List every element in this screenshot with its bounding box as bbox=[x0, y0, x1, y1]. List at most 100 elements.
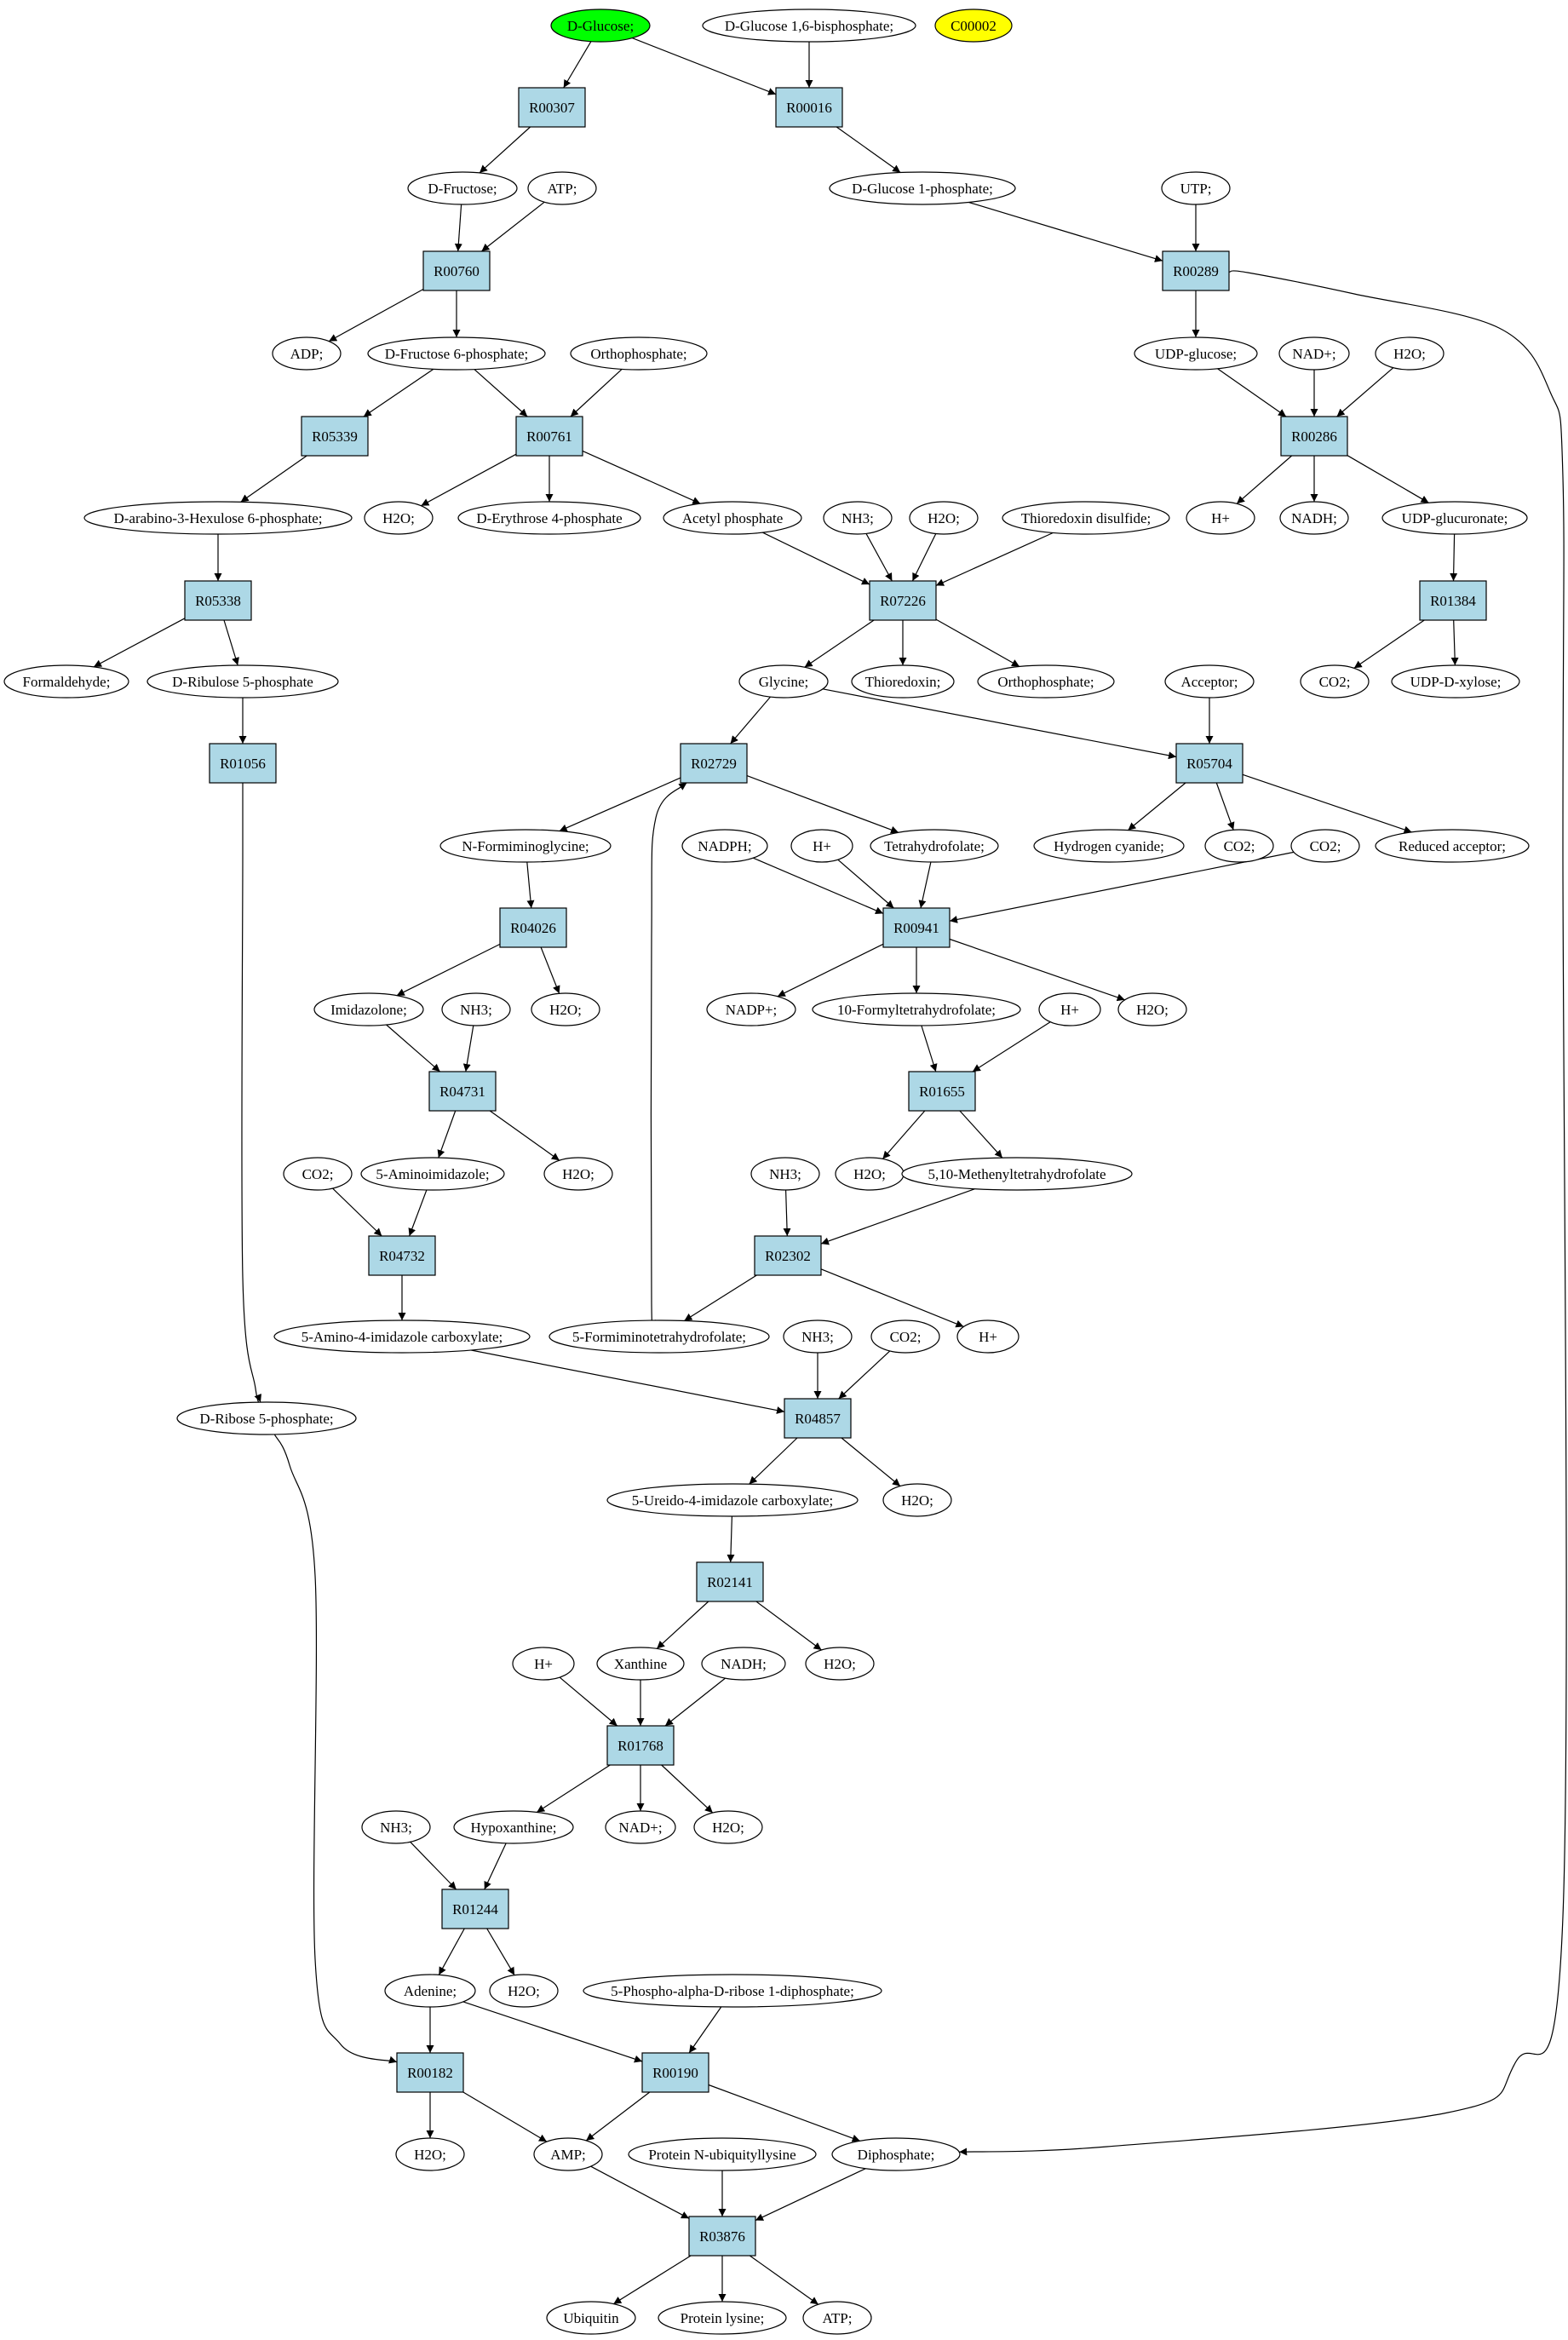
compound-node-mthf[interactable]: 5,10-Methenyltetrahydrofolate bbox=[901, 1157, 1133, 1191]
compound-node-pi2[interactable]: Orthophosphate; bbox=[977, 664, 1115, 699]
reaction-node-R01244[interactable]: R01244 bbox=[441, 1889, 509, 1929]
compound-node-c2[interactable]: C00002 bbox=[934, 9, 1013, 43]
compound-node-h2o1[interactable]: H2O; bbox=[1375, 336, 1445, 371]
compound-node-atp1[interactable]: ATP; bbox=[527, 171, 597, 205]
reaction-node-R00761[interactable]: R00761 bbox=[515, 416, 583, 457]
compound-node-hplus5[interactable]: H+ bbox=[512, 1647, 575, 1681]
compound-node-prpp[interactable]: 5-Phospho-alpha-D-ribose 1-diphosphate; bbox=[583, 1974, 882, 2008]
compound-node-h2o12[interactable]: H2O; bbox=[395, 2137, 465, 2171]
reaction-node-R00941[interactable]: R00941 bbox=[882, 907, 951, 948]
reaction-node-R01056[interactable]: R01056 bbox=[209, 743, 277, 784]
compound-node-trxs[interactable]: Thioredoxin disulfide; bbox=[1002, 501, 1170, 535]
compound-node-pi1[interactable]: Orthophosphate; bbox=[570, 336, 708, 371]
reaction-node-R00182[interactable]: R00182 bbox=[396, 2052, 464, 2093]
compound-node-plys[interactable]: Protein lysine; bbox=[658, 2301, 787, 2335]
compound-node-thf[interactable]: Tetrahydrofolate; bbox=[870, 829, 999, 863]
compound-node-uic[interactable]: 5-Ureido-4-imidazole carboxylate; bbox=[606, 1483, 859, 1517]
reaction-node-R02302[interactable]: R02302 bbox=[754, 1235, 822, 1276]
compound-node-aiz[interactable]: 5-Aminoimidazole; bbox=[360, 1157, 505, 1191]
reaction-node-R00307[interactable]: R00307 bbox=[518, 87, 586, 128]
compound-node-hplus1[interactable]: H+ bbox=[1186, 501, 1255, 535]
compound-node-aic[interactable]: 5-Amino-4-imidazole carboxylate; bbox=[273, 1319, 531, 1354]
compound-node-udpx[interactable]: UDP-D-xylose; bbox=[1391, 664, 1520, 699]
compound-node-nadpp[interactable]: NADP+; bbox=[706, 992, 796, 1026]
compound-node-fald[interactable]: Formaldehyde; bbox=[3, 664, 129, 699]
compound-node-gly[interactable]: Glycine; bbox=[738, 664, 829, 699]
compound-node-ru5p[interactable]: D-Ribulose 5-phosphate bbox=[146, 664, 339, 699]
compound-node-nadp2[interactable]: NAD+; bbox=[605, 1810, 676, 1844]
compound-node-nfg[interactable]: N-Formiminoglycine; bbox=[439, 829, 612, 863]
compound-node-nh3a[interactable]: NH3; bbox=[823, 501, 893, 535]
compound-node-h2o5[interactable]: H2O; bbox=[1117, 992, 1187, 1026]
reaction-node-R04857[interactable]: R04857 bbox=[784, 1398, 852, 1439]
compound-node-imz[interactable]: Imidazolone; bbox=[313, 992, 424, 1026]
reaction-node-R05339[interactable]: R05339 bbox=[301, 416, 369, 457]
reaction-node-R02729[interactable]: R02729 bbox=[680, 743, 748, 784]
compound-node-h2o2[interactable]: H2O; bbox=[364, 501, 434, 535]
compound-node-ppi[interactable]: Diphosphate; bbox=[831, 2137, 961, 2171]
compound-node-nh3b[interactable]: NH3; bbox=[441, 992, 511, 1026]
reaction-node-R05704[interactable]: R05704 bbox=[1175, 743, 1243, 784]
compound-node-amp[interactable]: AMP; bbox=[533, 2137, 603, 2171]
compound-node-hplus3[interactable]: H+ bbox=[1038, 992, 1101, 1026]
compound-node-h2o8[interactable]: H2O; bbox=[882, 1483, 952, 1517]
reaction-node-R00286[interactable]: R00286 bbox=[1280, 416, 1348, 457]
compound-node-h2o9[interactable]: H2O; bbox=[805, 1647, 875, 1681]
compound-node-glc[interactable]: D-Glucose; bbox=[550, 9, 651, 43]
compound-node-co2a[interactable]: CO2; bbox=[1300, 664, 1370, 699]
compound-node-trx[interactable]: Thioredoxin; bbox=[851, 664, 955, 699]
compound-node-adp[interactable]: ADP; bbox=[272, 336, 342, 371]
compound-node-e4p[interactable]: D-Erythrose 4-phosphate bbox=[457, 501, 641, 535]
compound-node-udpga[interactable]: UDP-glucuronate; bbox=[1381, 501, 1528, 535]
compound-node-hplus4[interactable]: H+ bbox=[956, 1319, 1019, 1354]
compound-node-r5p[interactable]: D-Ribose 5-phosphate; bbox=[176, 1401, 357, 1435]
compound-node-h2o11[interactable]: H2O; bbox=[489, 1974, 559, 2008]
reaction-node-R00016[interactable]: R00016 bbox=[775, 87, 843, 128]
compound-node-acc[interactable]: Acceptor; bbox=[1164, 664, 1255, 699]
compound-node-atp2[interactable]: ATP; bbox=[802, 2301, 872, 2335]
compound-node-udpg[interactable]: UDP-glucose; bbox=[1134, 336, 1258, 371]
compound-node-hyp[interactable]: Hypoxanthine; bbox=[453, 1810, 574, 1844]
compound-node-ade[interactable]: Adenine; bbox=[384, 1974, 476, 2008]
compound-node-acp[interactable]: Acetyl phosphate bbox=[663, 501, 802, 535]
compound-node-co2c[interactable]: CO2; bbox=[1290, 829, 1360, 863]
reaction-node-R07226[interactable]: R07226 bbox=[869, 580, 937, 621]
reaction-node-R02141[interactable]: R02141 bbox=[696, 1561, 764, 1602]
reaction-node-R04026[interactable]: R04026 bbox=[499, 907, 567, 948]
compound-node-utp[interactable]: UTP; bbox=[1161, 171, 1231, 205]
compound-node-nadph[interactable]: NADPH; bbox=[681, 829, 768, 863]
compound-node-nh3e[interactable]: NH3; bbox=[361, 1810, 431, 1844]
compound-node-g1p[interactable]: D-Glucose 1-phosphate; bbox=[829, 171, 1016, 205]
compound-node-co2d[interactable]: CO2; bbox=[283, 1157, 353, 1191]
reaction-node-R04731[interactable]: R04731 bbox=[428, 1071, 497, 1112]
compound-node-hplus2[interactable]: H+ bbox=[790, 829, 853, 863]
compound-node-xan[interactable]: Xanthine bbox=[596, 1647, 685, 1681]
reaction-node-R04732[interactable]: R04732 bbox=[368, 1235, 436, 1276]
compound-node-hcn[interactable]: Hydrogen cyanide; bbox=[1033, 829, 1185, 863]
compound-node-g16[interactable]: D-Glucose 1,6-bisphosphate; bbox=[702, 9, 916, 43]
compound-node-h2o3[interactable]: H2O; bbox=[909, 501, 979, 535]
compound-node-h2o4[interactable]: H2O; bbox=[531, 992, 600, 1026]
compound-node-h6p[interactable]: D-arabino-3-Hexulose 6-phosphate; bbox=[83, 501, 353, 535]
compound-node-fthf[interactable]: 10-Formyltetrahydrofolate; bbox=[812, 992, 1021, 1026]
reaction-node-R03876[interactable]: R03876 bbox=[688, 2216, 756, 2257]
compound-node-pnul[interactable]: Protein N-ubiquityllysine bbox=[628, 2137, 817, 2171]
compound-node-ubq[interactable]: Ubiquitin bbox=[546, 2301, 636, 2335]
compound-node-racc[interactable]: Reduced acceptor; bbox=[1375, 829, 1530, 863]
compound-node-h2o7[interactable]: H2O; bbox=[835, 1157, 905, 1191]
compound-node-h2o10[interactable]: H2O; bbox=[693, 1810, 763, 1844]
compound-node-nh3d[interactable]: NH3; bbox=[783, 1319, 853, 1354]
compound-node-f6p[interactable]: D-Fructose 6-phosphate; bbox=[367, 336, 546, 371]
compound-node-nadh1[interactable]: NADH; bbox=[1279, 501, 1349, 535]
reaction-node-R01384[interactable]: R01384 bbox=[1419, 580, 1487, 621]
reaction-node-R01768[interactable]: R01768 bbox=[606, 1725, 675, 1766]
reaction-node-R01655[interactable]: R01655 bbox=[908, 1071, 976, 1112]
compound-node-h2o6[interactable]: H2O; bbox=[543, 1157, 613, 1191]
reaction-node-R00289[interactable]: R00289 bbox=[1162, 250, 1230, 291]
compound-node-nadh2[interactable]: NADH; bbox=[701, 1647, 786, 1681]
compound-node-fithf[interactable]: 5-Formiminotetrahydrofolate; bbox=[549, 1319, 770, 1354]
reaction-node-R00190[interactable]: R00190 bbox=[641, 2052, 709, 2093]
compound-node-nadp1[interactable]: NAD+; bbox=[1278, 336, 1350, 371]
compound-node-co2b[interactable]: CO2; bbox=[1204, 829, 1274, 863]
compound-node-nh3c[interactable]: NH3; bbox=[750, 1157, 820, 1191]
